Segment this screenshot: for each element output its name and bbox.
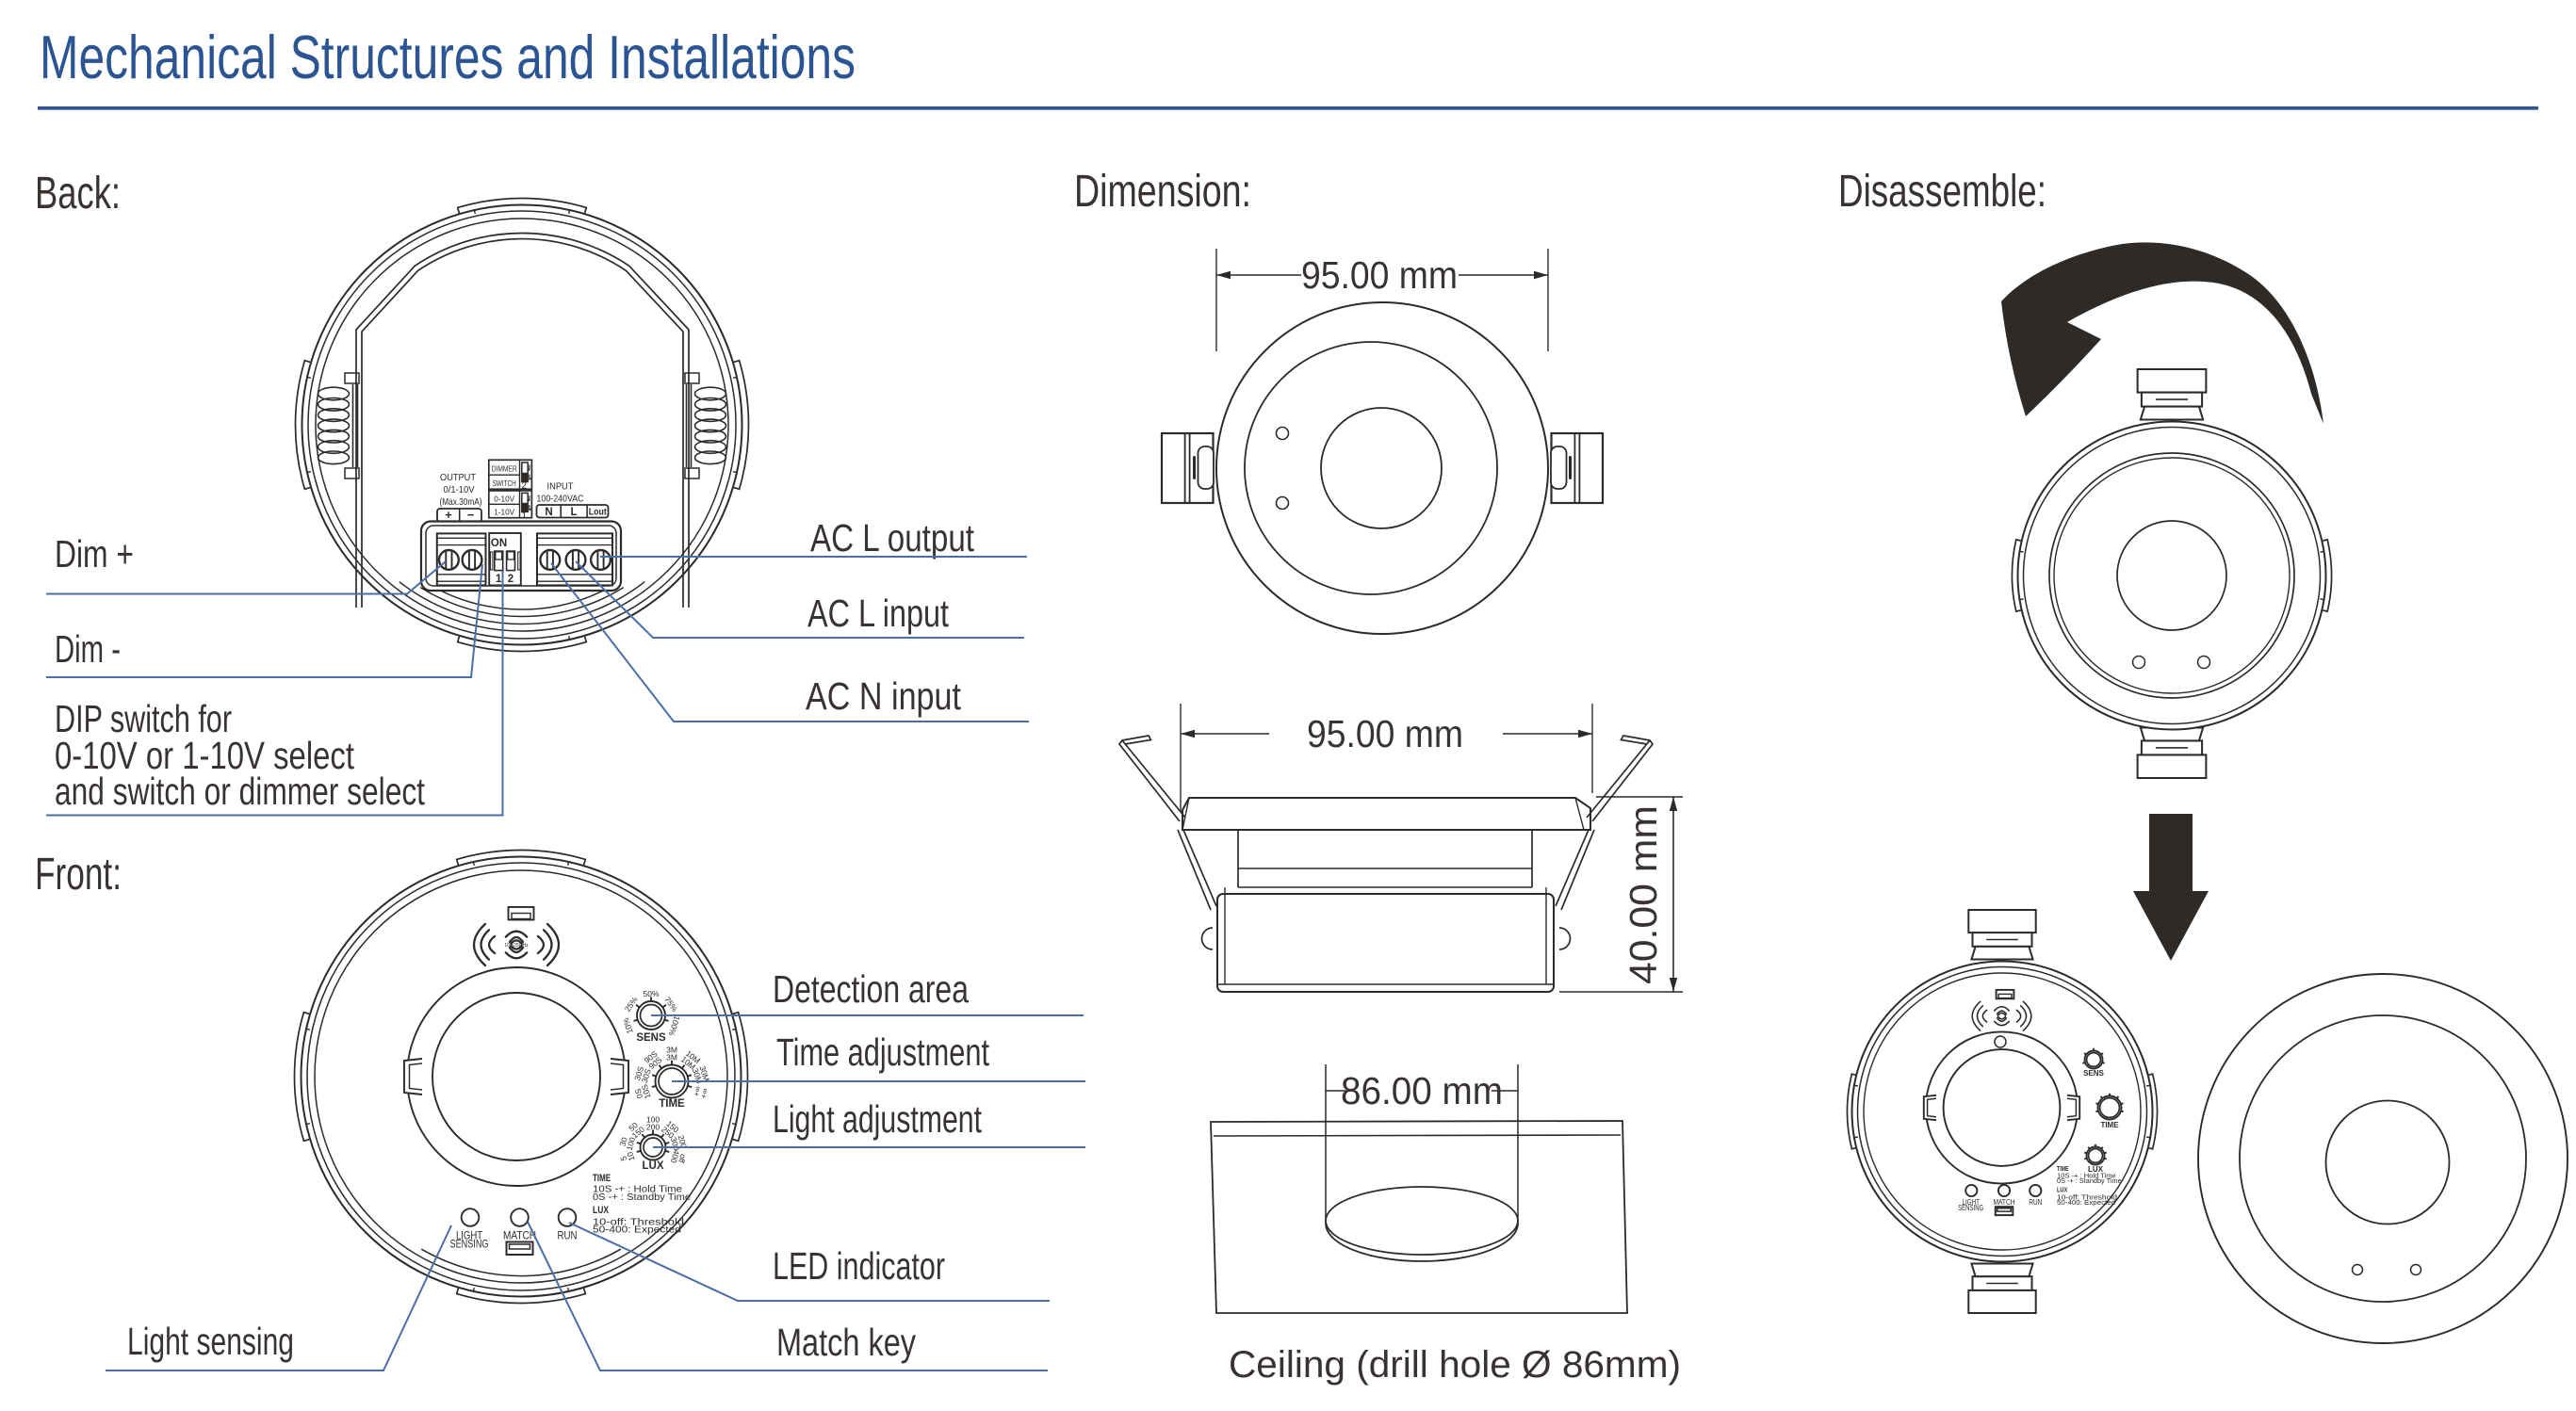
svg-text:OUTPUT: OUTPUT — [440, 472, 477, 483]
svg-text:1: 1 — [522, 511, 528, 522]
svg-text:−: − — [467, 508, 475, 522]
svg-text:100: 100 — [625, 1136, 638, 1152]
svg-text:LUX: LUX — [2088, 1165, 2104, 1174]
svg-text:Detection area: Detection area — [773, 967, 969, 1011]
svg-text:0S -+ : Standby Time: 0S -+ : Standby Time — [593, 1192, 691, 1203]
svg-text:AC L input: AC L input — [807, 592, 949, 635]
svg-text:RUN: RUN — [2029, 1198, 2042, 1207]
svg-text:95.00 mm: 95.00 mm — [1301, 253, 1458, 297]
svg-text:Light sensing: Light sensing — [127, 1320, 294, 1363]
svg-text:1-10V: 1-10V — [494, 508, 514, 517]
svg-text:TIME: TIME — [2057, 1164, 2069, 1173]
svg-text:SENSING: SENSING — [1958, 1204, 1983, 1212]
svg-text:100: 100 — [646, 1115, 660, 1125]
svg-text:SENS: SENS — [636, 1032, 666, 1044]
svg-text:TIME: TIME — [659, 1098, 685, 1110]
svg-text:Dimension:: Dimension: — [1074, 167, 1251, 217]
svg-text:86.00 mm: 86.00 mm — [1341, 1069, 1503, 1112]
svg-text:SWITCH: SWITCH — [493, 478, 516, 488]
svg-text:INPUT: INPUT — [547, 481, 575, 493]
svg-text:MATCH: MATCH — [1993, 1198, 2014, 1207]
svg-text:∞+: ∞+ — [692, 1085, 704, 1097]
svg-text:50-400: Expected: 50-400: Expected — [2057, 1200, 2115, 1207]
svg-text:10S: 10S — [640, 1083, 653, 1100]
svg-text:∞+: ∞+ — [699, 1087, 711, 1099]
svg-text:Dim +: Dim + — [55, 532, 134, 576]
svg-text:10-off: Threshold: 10-off: Threshold — [593, 1216, 684, 1227]
svg-text:0S: 0S — [633, 1087, 645, 1099]
svg-text:LIGHT: LIGHT — [456, 1229, 483, 1242]
svg-text:(Max.30mA): (Max.30mA) — [440, 496, 482, 508]
svg-text:30S: 30S — [632, 1065, 645, 1082]
svg-text:95.00 mm: 95.00 mm — [1307, 712, 1463, 755]
svg-text:Dim -: Dim - — [55, 627, 121, 671]
svg-text:and switch or dimmer select: and switch or dimmer select — [55, 770, 425, 813]
svg-text:DIMMER: DIMMER — [492, 464, 517, 474]
svg-text:10.525GHz: 10.525GHz — [504, 943, 529, 949]
svg-text:Match key: Match key — [776, 1321, 916, 1364]
svg-text:TIME: TIME — [2100, 1121, 2119, 1129]
svg-text:10-off: Threshold: 10-off: Threshold — [2057, 1195, 2117, 1202]
svg-text:100-240VAC: 100-240VAC — [537, 494, 584, 505]
svg-text:Time adjustment: Time adjustment — [776, 1030, 989, 1074]
svg-text:200: 200 — [677, 1134, 690, 1150]
svg-text:10S -+ : Hold Time: 10S -+ : Hold Time — [2057, 1174, 2116, 1180]
svg-text:400: 400 — [669, 1149, 682, 1165]
svg-text:50%: 50% — [643, 989, 659, 998]
svg-text:ON: ON — [491, 538, 507, 549]
svg-text:LED indicator: LED indicator — [773, 1244, 945, 1288]
svg-text:50-400: Expected: 50-400: Expected — [593, 1224, 681, 1236]
svg-text:0-10V or 1-10V select: 0-10V or 1-10V select — [55, 734, 354, 777]
svg-text:0S -+ : Standby Time: 0S -+ : Standby Time — [2057, 1178, 2122, 1185]
svg-text:5: 5 — [618, 1155, 628, 1162]
svg-text:0/1-10V: 0/1-10V — [444, 484, 475, 495]
svg-text:10: 10 — [625, 1151, 636, 1162]
svg-text:LUX: LUX — [593, 1205, 610, 1216]
svg-text:1: 1 — [496, 574, 502, 585]
svg-text:SENSING: SENSING — [450, 1238, 489, 1251]
svg-text:10S -+ : Hold Time: 10S -+ : Hold Time — [593, 1183, 682, 1194]
svg-text:Front:: Front: — [35, 850, 122, 900]
svg-text:Light adjustment: Light adjustment — [773, 1097, 982, 1141]
svg-text:LUX: LUX — [2057, 1186, 2067, 1194]
svg-text:200: 200 — [646, 1123, 660, 1132]
svg-text:Mechanical Structures and Inst: Mechanical Structures and Installations — [40, 23, 856, 91]
svg-text:L: L — [570, 507, 577, 518]
svg-text:DIP switch for: DIP switch for — [55, 697, 232, 740]
svg-text:+: + — [445, 508, 452, 522]
svg-text:Lout: Lout — [589, 507, 607, 518]
svg-text:SENS: SENS — [2083, 1069, 2104, 1078]
svg-text:LIGHT: LIGHT — [1962, 1198, 1980, 1207]
svg-text:3M: 3M — [666, 1053, 677, 1062]
svg-text:30S: 30S — [640, 1067, 653, 1084]
svg-text:AC L output: AC L output — [810, 516, 974, 560]
svg-text:3M: 3M — [666, 1046, 677, 1055]
svg-text:30M: 30M — [697, 1064, 711, 1082]
svg-text:Disassemble:: Disassemble: — [1838, 167, 2046, 217]
svg-text:off: off — [677, 1153, 688, 1164]
svg-text:40.00 mm: 40.00 mm — [1622, 805, 1665, 984]
svg-text:30: 30 — [618, 1136, 629, 1147]
svg-text:Back:: Back: — [35, 169, 121, 219]
svg-text:TIME: TIME — [593, 1173, 611, 1184]
svg-text:LUX: LUX — [643, 1160, 664, 1172]
svg-text:N: N — [545, 507, 552, 518]
svg-text:2: 2 — [508, 574, 514, 585]
svg-text:RUN: RUN — [558, 1229, 578, 1242]
svg-text:AC N input: AC N input — [806, 674, 961, 718]
svg-text:2: 2 — [522, 481, 528, 492]
svg-text:MATCH: MATCH — [503, 1229, 536, 1242]
svg-text:Ceiling (drill hole Ø 86mm): Ceiling (drill hole Ø 86mm) — [1229, 1344, 1681, 1386]
svg-text:0-10V: 0-10V — [494, 494, 514, 503]
svg-text:30M: 30M — [691, 1067, 705, 1085]
